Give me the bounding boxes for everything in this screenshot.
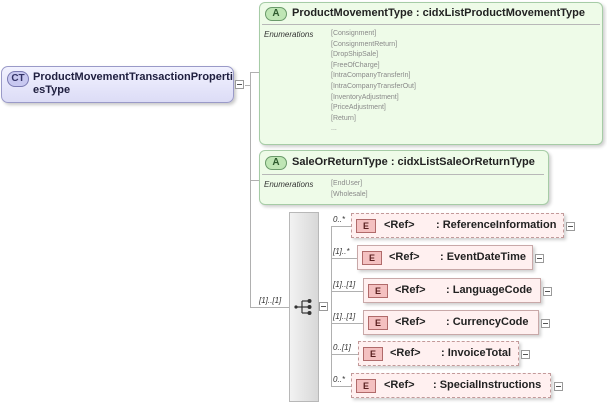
connector-line — [331, 323, 363, 324]
element-ref: <Ref> — [384, 219, 415, 231]
element-cardinality: 0..* — [333, 375, 346, 384]
connector-line — [331, 354, 358, 355]
attribute-title: SaleOrReturnType : cidxListSaleOrReturnT… — [292, 156, 535, 168]
sequence-icon — [294, 299, 312, 315]
element-cardinality: [1]..* — [333, 247, 350, 256]
enumeration-value: [Return] — [331, 114, 356, 122]
element-ref: <Ref> — [389, 251, 420, 263]
element-badge: E — [362, 251, 382, 265]
connector-line — [331, 386, 351, 387]
element-language-code[interactable] — [363, 278, 541, 303]
element-cardinality: [1]..[1] — [333, 280, 356, 289]
element-name: : ReferenceInformation — [436, 219, 557, 231]
enumeration-value: [IntraCompanyTransferOut] — [331, 82, 416, 90]
element-reference-information[interactable] — [351, 213, 564, 238]
element-cardinality: 0..[1] — [333, 343, 351, 352]
connector-line — [245, 85, 250, 86]
attribute-badge: A — [265, 156, 287, 170]
expand-toggle-icon[interactable] — [554, 382, 563, 391]
enumeration-value: [IntraCompanyTransferIn] — [331, 72, 411, 80]
element-special-instructions[interactable] — [351, 373, 551, 398]
element-invoice-total[interactable] — [358, 341, 519, 366]
complex-type-name: ProductMovementTransactionPropertiesType — [33, 71, 233, 96]
element-badge: E — [356, 219, 376, 233]
element-cardinality: 0..* — [333, 215, 346, 224]
connector-line — [250, 180, 260, 181]
enumeration-value: [ConsignmentReturn] — [331, 40, 398, 48]
element-ref: <Ref> — [390, 347, 421, 359]
enumeration-value: [Consignment] — [331, 30, 377, 37]
enumeration-value: [EndUser] — [331, 180, 363, 187]
element-event-date-time[interactable] — [357, 245, 533, 270]
element-name: : SpecialInstructions — [433, 379, 542, 391]
complex-type-badge: CT — [7, 71, 29, 87]
element-badge: E — [363, 347, 383, 361]
connector-line — [331, 226, 332, 386]
expand-toggle-icon[interactable] — [566, 222, 575, 231]
element-badge: E — [356, 379, 376, 393]
enumerations-label: Enumerations — [264, 180, 314, 189]
expand-toggle-icon[interactable] — [521, 350, 530, 359]
attribute-badge: A — [265, 7, 287, 21]
enumeration-value: [DropShipSale] — [331, 51, 379, 59]
element-name: : EventDateTime — [440, 251, 526, 263]
element-currency-code[interactable] — [363, 310, 539, 335]
attribute-title: ProductMovementType : cidxListProductMov… — [292, 7, 585, 19]
enumeration-value: ... — [331, 125, 337, 133]
connector-line — [250, 72, 260, 73]
enumeration-list: [Consignment] [ConsignmentReturn] [DropS… — [331, 29, 416, 135]
expand-toggle-icon[interactable] — [543, 287, 552, 296]
element-name: : LanguageCode — [446, 284, 533, 296]
enumerations-label: Enumerations — [264, 30, 314, 39]
attribute-box-product-movement-type[interactable] — [259, 2, 603, 145]
element-badge: E — [368, 316, 388, 330]
element-cardinality: [1]..[1] — [333, 312, 356, 321]
connector-line — [250, 307, 289, 308]
attribute-separator — [262, 174, 544, 175]
attribute-box-sale-or-return-type[interactable] — [259, 150, 549, 205]
sequence-cardinality: [1]..[1] — [259, 296, 282, 305]
complex-type-node[interactable] — [1, 66, 234, 103]
element-ref: <Ref> — [395, 316, 426, 328]
connector-line — [331, 258, 357, 259]
enumeration-value: [InventoryAdjustment] — [331, 93, 399, 101]
collapse-toggle-icon[interactable] — [319, 302, 328, 311]
connector-line — [250, 72, 251, 307]
enumeration-value: [FreeOfCharge] — [331, 61, 380, 69]
expand-toggle-icon[interactable] — [541, 319, 550, 328]
enumeration-value: [Wholesale] — [331, 190, 368, 198]
element-ref: <Ref> — [395, 284, 426, 296]
element-name: : InvoiceTotal — [441, 347, 512, 359]
element-name: : CurrencyCode — [446, 316, 529, 328]
element-ref: <Ref> — [384, 379, 415, 391]
connector-line — [331, 226, 351, 227]
element-badge: E — [368, 284, 388, 298]
enumeration-value: [PriceAdjustment] — [331, 104, 386, 112]
attribute-separator — [262, 24, 600, 25]
enumeration-list: [EndUser] [Wholesale] — [331, 179, 368, 200]
expand-toggle-icon[interactable] — [535, 254, 544, 263]
connector-line — [331, 291, 363, 292]
collapse-toggle-icon[interactable] — [235, 80, 244, 89]
